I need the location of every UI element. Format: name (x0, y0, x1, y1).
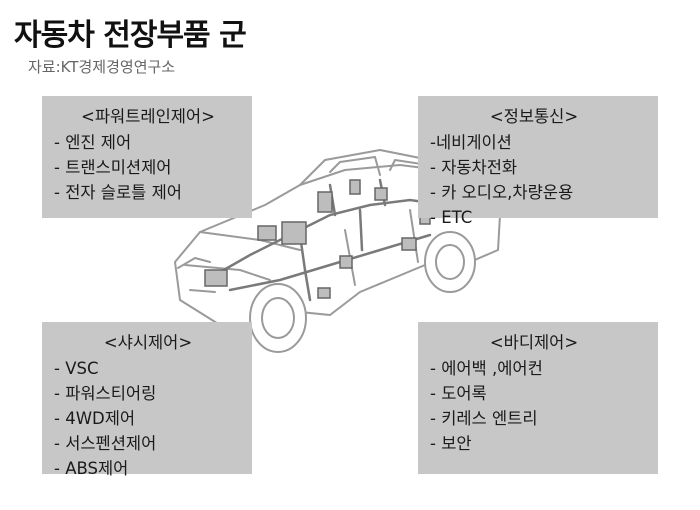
list-item: - ETC (430, 208, 473, 227)
body-control-box: <바디제어> - 에어백 ,에어컨 - 도어록 - 키레스 엔트리 - 보안 (418, 322, 658, 474)
box-heading: <파워트레인제어> (81, 107, 215, 126)
box-heading: <정보통신> (489, 107, 579, 126)
chassis-control-box: <샤시제어> - VSC - 파워스티어링 - 4WD제어 - 서스펜션제어 -… (42, 322, 252, 478)
list-item: - ABS제어 (54, 459, 129, 478)
source-note: 자료:KT경제경영연구소 (28, 58, 176, 76)
list-item: - 도어록 (430, 384, 487, 403)
page-title: 자동차 전장부품 군 (14, 18, 247, 53)
list-item: - 엔진 제어 (54, 133, 132, 152)
list-item: - 키레스 엔트리 (430, 409, 538, 428)
list-item: - 에어백 ,에어컨 (430, 359, 543, 378)
box-heading: <샤시제어> (103, 333, 193, 352)
box-heading: <바디제어> (489, 333, 579, 352)
list-item: - 보안 (430, 434, 472, 453)
list-item: - 트랜스미션제어 (54, 158, 172, 177)
list-item: - 4WD제어 (54, 409, 136, 428)
list-item: - 카 오디오,차량운용 (430, 183, 574, 202)
list-item: -네비게이션 (430, 133, 512, 152)
list-item: - 전자 슬로틀 제어 (54, 183, 182, 202)
infotainment-box: <정보통신> -네비게이션 - 자동차전화 - 카 오디오,차량운용 - ETC (418, 96, 658, 227)
list-item: - VSC (54, 359, 99, 378)
list-item: - 서스펜션제어 (54, 434, 157, 453)
list-item: - 자동차전화 (430, 158, 518, 177)
list-item: - 파워스티어링 (54, 384, 157, 403)
powertrain-control-box: <파워트레인제어> - 엔진 제어 - 트랜스미션제어 - 전자 슬로틀 제어 (42, 96, 252, 218)
